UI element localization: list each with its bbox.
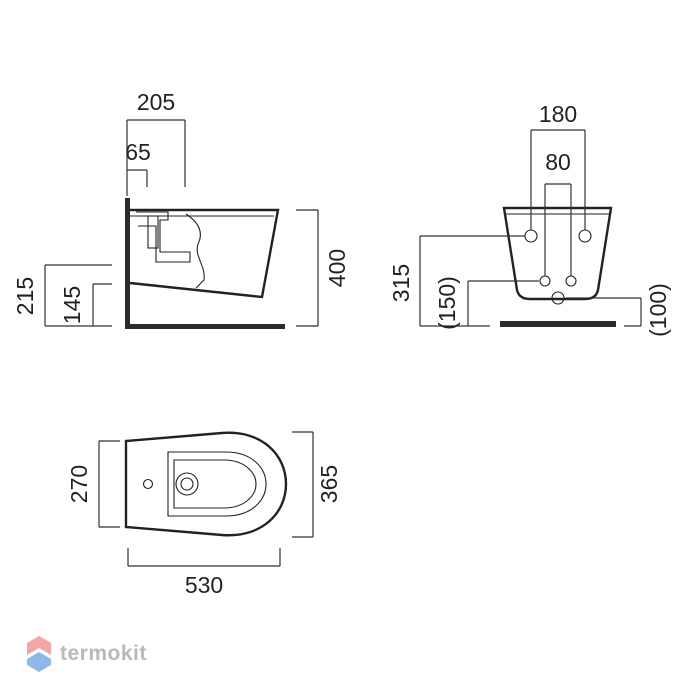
dim-270-label: 270 xyxy=(66,465,92,503)
brand-name: termokit xyxy=(60,642,147,665)
side-bracket xyxy=(147,215,159,249)
front-fixing-hole-left xyxy=(524,229,538,243)
dim-315-label: 315 xyxy=(388,264,414,302)
dim-180-label: 180 xyxy=(539,101,577,127)
dim-150-label: (150) xyxy=(434,276,460,330)
side-inner-curve xyxy=(185,213,205,289)
side-view: 205 65 400 215 145 xyxy=(12,89,350,329)
front-bowl-outline xyxy=(502,206,613,301)
front-fixing-hole-right xyxy=(578,229,592,243)
brand-watermark: termokit xyxy=(26,634,147,674)
top-inner-bowl xyxy=(167,451,267,517)
termokit-logo-icon xyxy=(27,636,51,672)
front-floor xyxy=(500,321,616,327)
front-view: 180 80 315 (150) (100) xyxy=(388,101,671,337)
dim-530-label: 530 xyxy=(185,572,223,598)
dim-365-label: 365 xyxy=(316,465,342,503)
side-wall xyxy=(125,198,130,328)
dim-100-label: (100) xyxy=(645,283,671,337)
dim-215-label: 215 xyxy=(12,277,38,315)
top-tap-hole xyxy=(142,478,154,490)
top-view: 270 365 530 xyxy=(66,431,342,598)
dim-400-label: 400 xyxy=(324,249,350,287)
top-drain-inner xyxy=(180,477,194,491)
front-inlet-hole-left xyxy=(539,275,551,287)
top-outer-outline xyxy=(124,431,288,537)
dim-80-label: 80 xyxy=(545,149,571,175)
top-drain-outer xyxy=(175,472,199,496)
side-bowl-outline xyxy=(129,208,280,299)
dim-65-label: 65 xyxy=(125,139,151,165)
front-inlet-hole-right xyxy=(565,275,577,287)
dim-205-label: 205 xyxy=(137,89,175,115)
top-inner-basin xyxy=(173,459,257,509)
side-fitting xyxy=(136,211,191,263)
dim-145-label: 145 xyxy=(59,286,85,324)
side-floor xyxy=(125,324,285,329)
front-outlet-hole xyxy=(551,291,565,305)
